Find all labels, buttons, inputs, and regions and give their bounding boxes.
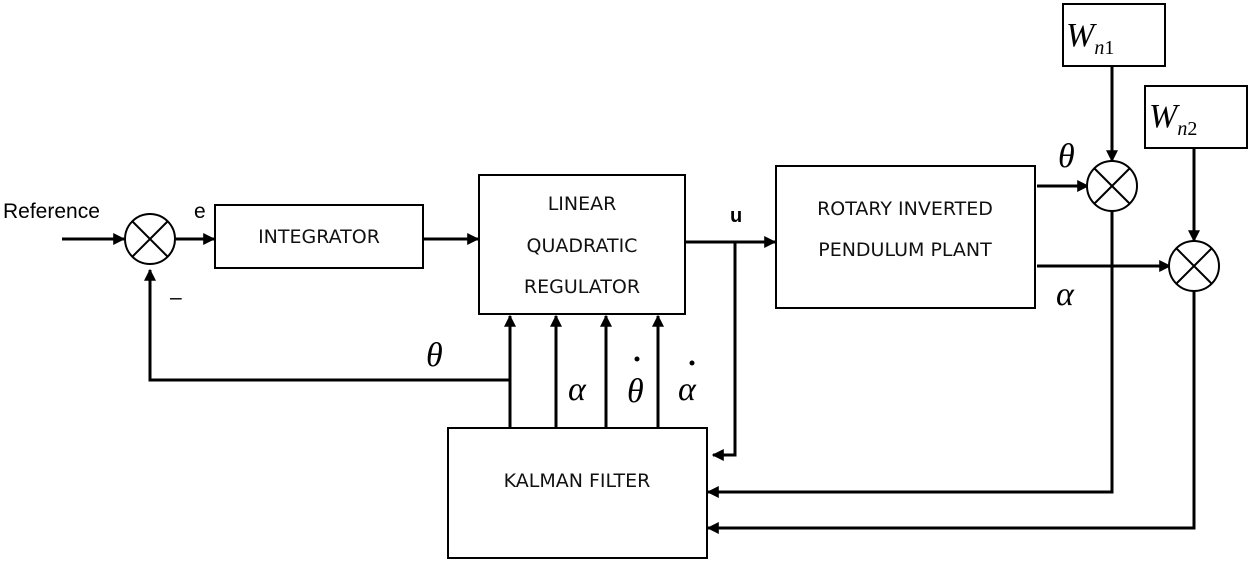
- theta-noise-summing-junction: [1086, 160, 1138, 212]
- integrator-label: INTEGRATOR: [258, 226, 380, 248]
- noise1-block: Wn1: [1062, 3, 1166, 67]
- plant-label-line2: PENDULUM PLANT: [818, 239, 992, 261]
- theta-feedback-label: θ: [426, 337, 443, 374]
- theta-dot-label: θ: [627, 356, 644, 410]
- kalman-filter-label: KALMAN FILTER: [504, 470, 651, 492]
- control-signal-label: u: [730, 205, 742, 227]
- minus-sign: –: [170, 286, 182, 309]
- error-summing-junction: [124, 213, 176, 265]
- svg-text:α: α: [678, 371, 697, 408]
- wires: [62, 67, 1200, 534]
- noise1-label: Wn1: [1066, 17, 1114, 59]
- alpha-noise-summing-junction: [1168, 240, 1220, 292]
- lqr-label-line3: REGULATOR: [524, 276, 640, 298]
- plant-block: ROTARY INVERTED PENDULUM PLANT: [775, 165, 1036, 309]
- alpha-dot-label: α: [678, 360, 697, 408]
- noise2-label: Wn2: [1149, 98, 1197, 140]
- plant-label-line1: ROTARY INVERTED: [817, 198, 993, 220]
- theta-feedback-arrow: [144, 268, 510, 382]
- integrator-block: INTEGRATOR: [214, 204, 424, 269]
- alpha-output-label: α: [1056, 276, 1075, 313]
- kalman-filter-block: KALMAN FILTER: [447, 427, 708, 559]
- lqr-label-line2: QUADRATIC: [527, 235, 638, 257]
- measured-alpha-to-kalman-arrow: [706, 291, 1196, 534]
- noise2-block: Wn2: [1144, 85, 1248, 149]
- error-label: e: [194, 200, 206, 223]
- reference-label: Reference: [3, 200, 100, 223]
- control-to-kalman-arrow: [711, 242, 737, 461]
- measured-theta-to-kalman-arrow: [706, 211, 1114, 498]
- lqr-label-line1: LINEAR: [548, 193, 617, 215]
- theta-output-label: θ: [1058, 138, 1075, 175]
- lqr-block: LINEAR QUADRATIC REGULATOR: [478, 174, 686, 315]
- svg-text:θ: θ: [627, 373, 644, 410]
- alpha-state-label: α: [568, 371, 587, 408]
